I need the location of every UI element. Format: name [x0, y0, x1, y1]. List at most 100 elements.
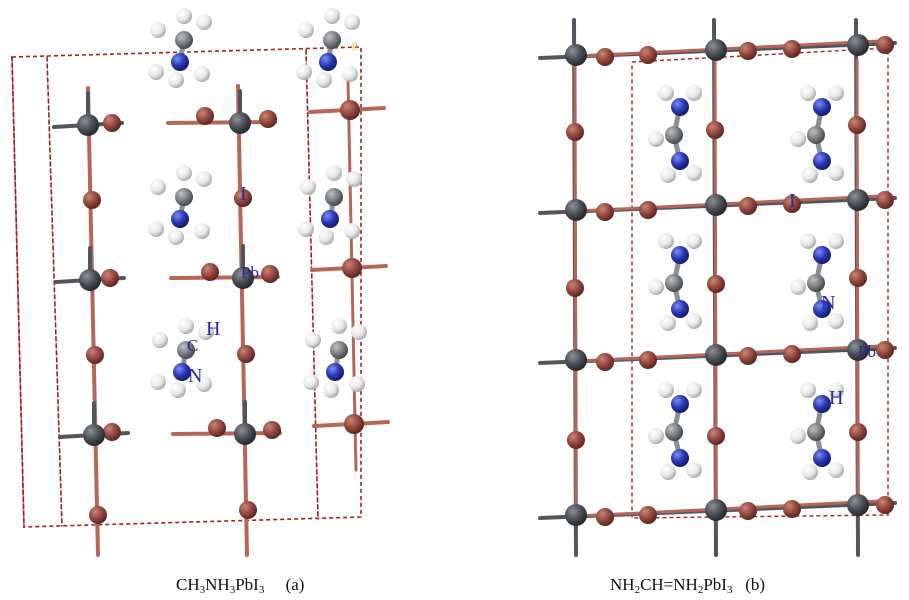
iodine-atom	[596, 353, 614, 371]
pb-i-bond	[578, 39, 882, 58]
label-hydrogen: H	[206, 318, 220, 340]
nitrogen-atom	[171, 53, 189, 71]
label-hydrogen: H	[829, 387, 843, 409]
iodine-atom	[567, 431, 585, 449]
hydrogen-atom	[660, 167, 676, 183]
hydrogen-atom	[196, 376, 212, 392]
hydrogen-atom	[196, 14, 212, 30]
hydrogen-atom	[790, 279, 806, 295]
pb-i-bond	[166, 120, 277, 125]
lead-atom	[232, 267, 254, 289]
hydrogen-atom	[316, 72, 332, 88]
pb-i-bond	[86, 86, 100, 557]
hydrogen-atom	[828, 382, 844, 398]
methylammonium-molecule	[298, 165, 362, 245]
hydrogen-atom	[802, 464, 818, 480]
methylammonium-molecule	[150, 318, 214, 398]
hydrogen-atom	[344, 223, 360, 239]
hydrogen-atom	[686, 313, 702, 329]
methylammonium-molecule	[148, 165, 212, 245]
iodine-atom	[340, 100, 360, 120]
iodine-atom	[344, 414, 364, 434]
nitrogen-atom	[171, 210, 189, 228]
iodine-atom	[103, 423, 121, 441]
iodine-atom	[263, 421, 281, 439]
methylammonium-molecule	[303, 318, 367, 398]
unit-cell-outline	[11, 46, 362, 528]
hydrogen-atom	[296, 64, 312, 80]
formamidinium-molecule	[648, 85, 702, 183]
carbon-atom	[807, 423, 825, 441]
label-nitrogen: N	[821, 292, 835, 314]
pb-i-bond	[578, 499, 882, 518]
panel-a-ch3nh3pbi3: I Pb H C N B	[11, 8, 390, 557]
iodine-atom	[566, 123, 584, 141]
hydrogen-atom	[176, 8, 192, 24]
lead-atom	[847, 339, 869, 361]
iodine-atom	[739, 197, 757, 215]
nitrogen-atom	[813, 300, 831, 318]
carbon-atom	[807, 274, 825, 292]
hydrogen-atom	[660, 315, 676, 331]
carbon-atom	[665, 126, 683, 144]
lead-atom	[705, 499, 727, 521]
hydrogen-atom	[150, 374, 166, 390]
formamidinium-molecule	[790, 233, 844, 331]
hydrogen-atom	[686, 462, 702, 478]
unit-cell-outline	[631, 47, 889, 519]
hydrogen-atom	[342, 66, 358, 82]
hydrogen-atom	[802, 167, 818, 183]
pb-i-bond	[578, 344, 882, 363]
iodine-atom	[239, 501, 257, 519]
hydrogen-atom	[828, 313, 844, 329]
pb-i-atoms	[77, 100, 364, 524]
hydrogen-atom	[298, 22, 314, 38]
hydrogen-atom	[344, 14, 360, 30]
nitrogen-atom	[319, 53, 337, 71]
formamidinium-molecule	[790, 85, 844, 183]
hydrogen-atom	[351, 324, 367, 340]
cell-outer-box	[631, 47, 889, 519]
nitrogen-atom	[813, 449, 831, 467]
hydrogen-atom	[148, 64, 164, 80]
nitrogen-atom	[671, 395, 689, 413]
nitrogen-atom	[326, 363, 344, 381]
cell-edge	[305, 49, 319, 520]
lead-atom	[705, 344, 727, 366]
hydrogen-atom	[331, 318, 347, 334]
hydrogen-atom	[176, 165, 192, 181]
hydrogen-atom	[828, 233, 844, 249]
hydrogen-atom	[828, 85, 844, 101]
iodine-atom	[849, 423, 867, 441]
iodine-atom	[596, 48, 614, 66]
iodine-atom	[566, 279, 584, 297]
pb-i-atoms	[565, 34, 894, 526]
carbon-atom	[330, 341, 348, 359]
nitrogen-atom	[671, 449, 689, 467]
hydrogen-atom	[168, 229, 184, 245]
lead-atom	[83, 424, 105, 446]
carbon-atom	[323, 31, 341, 49]
nitrogen-atom	[671, 152, 689, 170]
hydrogen-atom	[648, 131, 664, 147]
iodine-atom	[101, 269, 119, 287]
label-lead: Pb	[241, 263, 259, 282]
pb-i-bond	[171, 431, 282, 436]
iodine-atom	[639, 201, 657, 219]
nitrogen-atom	[813, 152, 831, 170]
hydrogen-atom	[323, 382, 339, 398]
iodine-atom	[876, 496, 894, 514]
hydrogen-atom	[686, 85, 702, 101]
iodine-atom	[876, 341, 894, 359]
iodine-atom	[876, 36, 894, 54]
iodine-atom	[83, 191, 101, 209]
hydrogen-atom	[170, 382, 186, 398]
lead-atom	[565, 349, 587, 371]
axis-label-b: B	[352, 42, 358, 52]
pb-i-bond	[236, 84, 249, 557]
lead-atom	[79, 269, 101, 291]
cell-edge	[11, 56, 25, 528]
hydrogen-atom	[800, 85, 816, 101]
iodine-atom	[596, 508, 614, 526]
